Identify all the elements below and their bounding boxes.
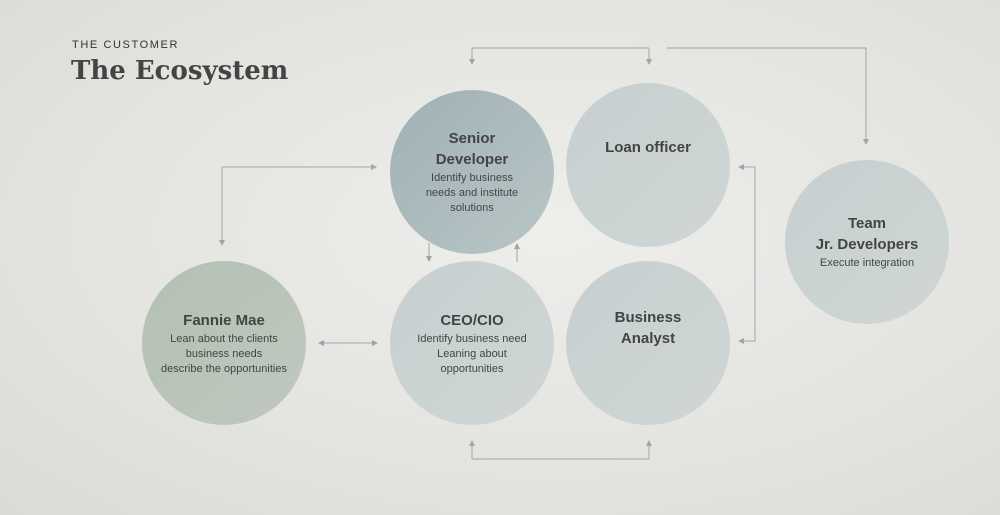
desc-line: Lean about the clients [170,332,278,345]
desc-line: describe the opportunities [161,362,287,375]
node-team-jr-developers: Team Jr. Developers Execute integration [785,160,949,324]
desc-line: solutions [450,202,494,214]
node-name: Developer [435,151,509,168]
node-ceo-cio: CEO/CIO Identify business need Leaning a… [390,261,554,425]
node-name: Jr. Developers [815,236,919,253]
node-name: Team [847,215,887,232]
desc-line: Leaning about [437,347,507,360]
node-description: Identify business needs and institute so… [426,171,518,216]
desc-line: business needs [185,347,263,360]
desc-line: needs and institute [425,187,519,199]
node-description: Execute integration [819,257,915,269]
node-business-analyst: Business Analyst [566,261,730,425]
desc-line: Identify business need [417,332,527,345]
node-name: Analyst [620,330,676,347]
arrow-analyst-loan-a [738,167,756,344]
desc-line: opportunities [440,362,504,375]
page-title: The Ecosystem [71,56,289,86]
node-description: Identify business need Leaning about opp… [417,332,526,377]
node-name: Loan officer [605,139,691,156]
desc-line: Identify business [431,172,513,184]
node-name: Fannie Mae [183,311,265,329]
node-fannie-mae: Fannie Mae Lean about the clients busine… [142,261,306,425]
node-name: Business [614,309,682,326]
node-name: CEO/CIO [440,311,504,329]
node-name: Senior [448,130,496,147]
node-senior-developer: Senior Developer Identify business needs… [390,90,554,254]
node-loan-officer: Loan officer [566,83,730,247]
arrow-to-team [667,47,869,145]
node-description: Lean about the clients business needs de… [161,332,287,377]
eyebrow-label: THE CUSTOMER [72,39,180,51]
